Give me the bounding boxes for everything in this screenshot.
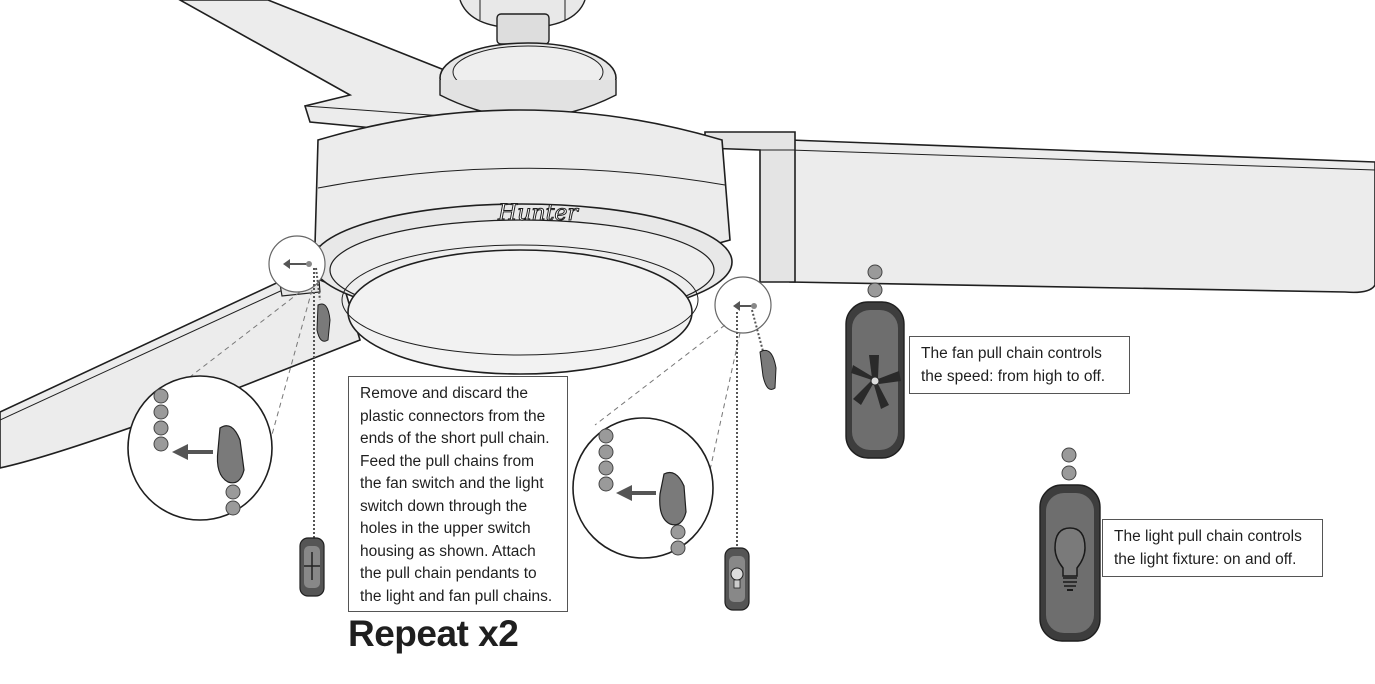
left-switch-detail	[127, 235, 326, 521]
instruction-line: ends of the short pull chain.	[360, 430, 550, 447]
instruction-line: Remove and discard the	[360, 385, 529, 402]
left-pull-chain	[299, 267, 331, 597]
light-note-line: The light pull chain controls	[1114, 528, 1302, 545]
fan-canopy	[459, 0, 586, 45]
light-chain-note: The light pull chain controls the light …	[1102, 519, 1323, 577]
instruction-line: housing as shown. Attach	[360, 542, 536, 560]
fan-blade-right	[704, 131, 1375, 294]
fan-note-line: the speed: from high to off.	[921, 367, 1106, 385]
fan-blade-icon	[851, 355, 901, 409]
light-bulb-icon	[1054, 527, 1086, 591]
repeat-label: Repeat x2	[348, 613, 519, 654]
light-note-line: the light fixture: on and off.	[1114, 550, 1297, 568]
instruction-line: the light and fan pull chains.	[360, 587, 553, 605]
light-kit-bowl	[311, 203, 733, 375]
right-pull-chain	[724, 309, 777, 611]
fan-chain-note: The fan pull chain controls the speed: f…	[909, 336, 1130, 394]
instruction-line: switch down through the	[360, 497, 528, 515]
instruction-line: the pull chain pendants to	[360, 565, 537, 582]
right-switch-detail	[572, 276, 772, 559]
fan-note-line: The fan pull chain controls	[921, 345, 1102, 362]
light-pull-chain-pendant	[1039, 447, 1101, 642]
instruction-line: Feed the pull chains from	[360, 452, 535, 470]
fan-pull-chain-pendant	[845, 264, 905, 459]
instruction-line: plastic connectors from the	[360, 407, 546, 425]
instruction-line: holes in the upper switch	[360, 520, 531, 537]
instructions-callout: Remove and discard the plastic connector…	[348, 376, 568, 612]
brand-logo: Hunter	[497, 201, 579, 226]
instruction-line: the fan switch and the light	[360, 475, 544, 492]
